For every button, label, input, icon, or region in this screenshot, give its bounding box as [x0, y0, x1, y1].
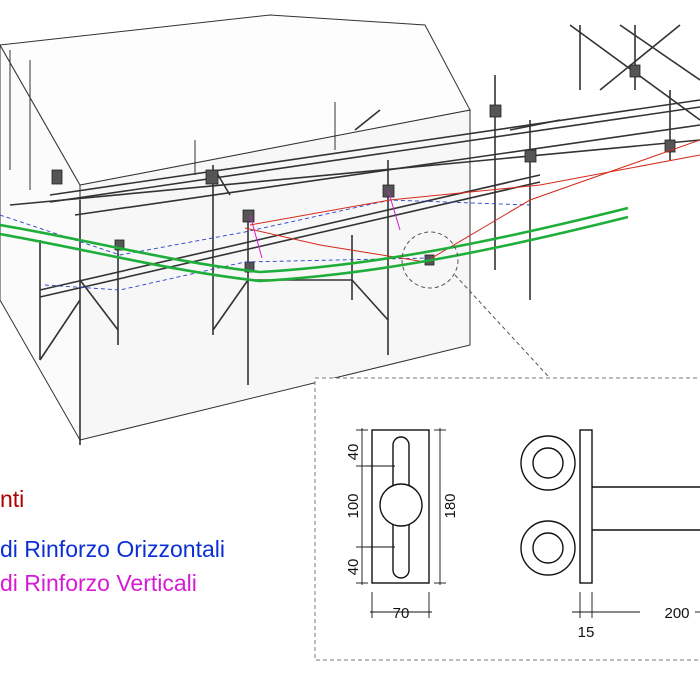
green-rails [0, 206, 629, 283]
legend-item-vertical-reinforcement: di Rinforzo Verticali [0, 570, 197, 596]
horizontal-reinforcement-dashed [0, 199, 531, 291]
legend-item-horizontal-reinforcement: di Rinforzo Orizzontali [0, 536, 225, 562]
dim-plate-height: 180 [442, 493, 459, 518]
dim-plate-middle: 100 [345, 493, 362, 518]
connector-side-view [520, 429, 700, 584]
building-block [0, 14, 471, 442]
side-dimension-lines [572, 592, 700, 618]
dim-plate-width: 70 [393, 605, 410, 622]
dim-side-thickness: 15 [578, 624, 595, 641]
dim-plate-top: 40 [345, 444, 362, 461]
dim-plate-bottom: 40 [345, 559, 362, 576]
vertical-reinforcement [249, 189, 401, 259]
connector-plate [371, 429, 430, 584]
dim-side-length: 200 [664, 605, 689, 622]
plate-dimension-lines [356, 428, 446, 618]
legend-item-anchors: nti [0, 486, 25, 512]
detail-box: 40 100 40 180 70 15 200 [314, 377, 700, 661]
